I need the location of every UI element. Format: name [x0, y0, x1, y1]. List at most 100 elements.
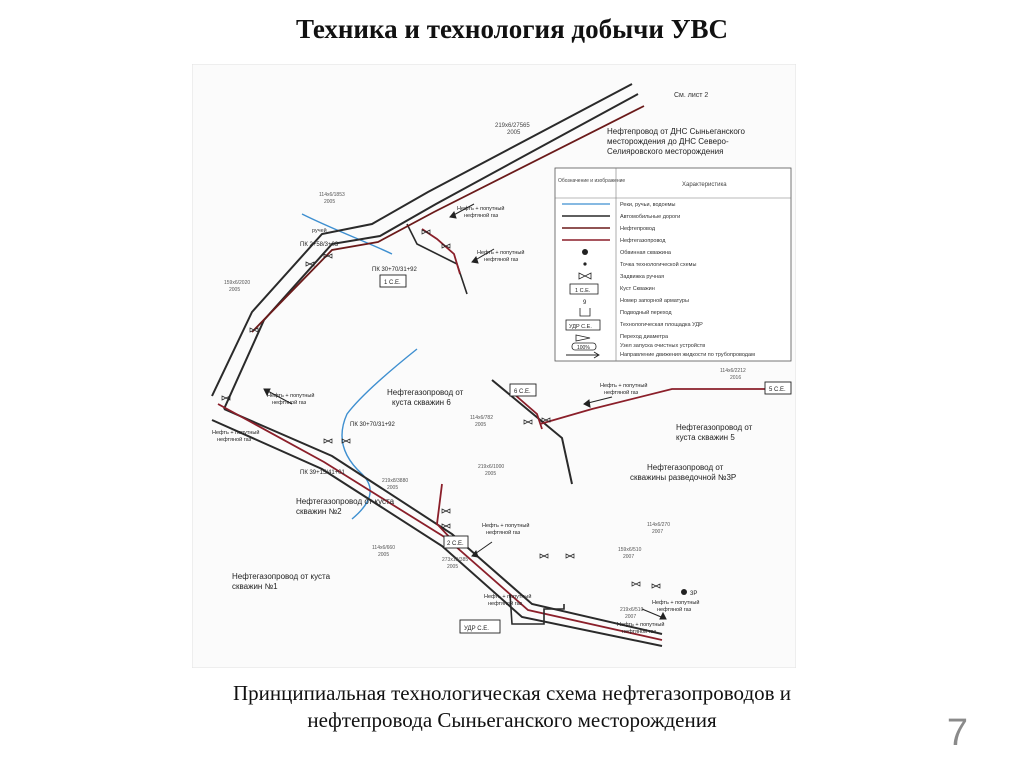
legend-diameter-icon [575, 334, 591, 342]
svg-text:159х6/2020: 159х6/2020 [224, 280, 250, 286]
legend-row-label: Подводный переход [620, 309, 672, 316]
pipe-1-label: Нефтегазопровод от куста скважин №1 [232, 572, 331, 591]
legend-pig-launcher-icon [571, 342, 597, 351]
legend-row-label: Номер запорной арматуры [620, 297, 689, 304]
legend-point-icon [583, 262, 587, 266]
pk-label: ПК 30+70/31+92 [350, 422, 396, 428]
main-road-2 [223, 93, 639, 410]
legend-udr-icon [565, 319, 601, 331]
svg-text:2005: 2005 [475, 422, 486, 428]
page-number: 7 [946, 712, 968, 754]
svg-text:Нефтегазопровод от: Нефтегазопровод от [647, 463, 724, 472]
svg-text:нефтяной газ: нефтяной газ [604, 389, 639, 396]
svg-text:219х6/1000: 219х6/1000 [478, 464, 504, 470]
svg-text:114х6/270: 114х6/270 [647, 522, 670, 528]
legend-well-icon [582, 249, 588, 255]
pad-6-label: 6 С.Е. [514, 389, 531, 395]
slide-caption: Принципиальная технологическая схема неф… [0, 680, 1024, 734]
pipe-specs: 114х6/1853 2005 159х6/2020 2005 114х6/78… [224, 192, 746, 620]
pad-5-label: 5 С.Е. [769, 387, 786, 393]
svg-text:скважин №2: скважин №2 [296, 507, 342, 516]
pad-5: 5 С.Е. [764, 381, 792, 395]
svg-text:114х6/782: 114х6/782 [470, 415, 493, 421]
river-label: ручей [312, 227, 327, 234]
pad-2-label: 2 С.Е. [447, 541, 464, 547]
legend-rows: Реки, ручьи, водоемы Автомобильные дорог… [620, 202, 755, 358]
svg-text:нефтяной газ: нефтяной газ [217, 436, 252, 443]
pipe-2-label: Нефтегазопровод от куста скважин №2 [296, 497, 395, 516]
road-south-2 [211, 419, 663, 647]
valves [221, 229, 661, 589]
flow-label: Нефть + попутный нефтяной газ [457, 205, 504, 219]
svg-text:нефтяной газ: нефтяной газ [657, 606, 692, 613]
oil-pipeline [251, 105, 645, 333]
flow-label: Нефть + попутный нефтяной газ [477, 249, 524, 263]
oil-pipeline-label-2: месторождения до ДНС Северо- [607, 137, 729, 146]
svg-text:114х6/660: 114х6/660 [372, 545, 395, 551]
svg-text:2005: 2005 [447, 564, 458, 570]
svg-text:нефтяной газ: нефтяной газ [486, 529, 521, 536]
legend-underwater-icon [579, 308, 591, 317]
road-spec-year: 2005 [507, 130, 521, 136]
svg-text:219х8/3880: 219х8/3880 [382, 478, 408, 484]
legend-row-label: Технологическая площадка УДР [620, 322, 703, 328]
svg-text:скважины разведочной №3Р: скважины разведочной №3Р [630, 473, 736, 482]
svg-text:Нефть + попутный: Нефть + попутный [477, 249, 524, 256]
flow-label: Нефть + попутный нефтяной газ [600, 382, 647, 396]
river-line [301, 213, 393, 255]
pad-udr-label: УДР С.Е. [464, 626, 489, 632]
svg-text:скважин №1: скважин №1 [232, 582, 278, 591]
caption-line-2: нефтепровода Сыньеганского месторождения [307, 708, 717, 732]
svg-text:Нефть + попутный: Нефть + попутный [212, 429, 259, 436]
pipe-3r-label: Нефтегазопровод от скважины разведочной … [630, 463, 736, 482]
svg-text:нефтяной газ: нефтяной газ [488, 600, 523, 607]
svg-text:2007: 2007 [652, 529, 663, 535]
legend-row-label: Куст Скважин [620, 286, 655, 292]
oilgas-line-udr [509, 593, 565, 625]
legend-row-label: Автомобильные дороги [620, 214, 680, 220]
well-3r-label: 3Р [690, 591, 697, 597]
river-line-2 [341, 348, 418, 520]
flow-label: Нефть + попутный нефтяной газ [212, 429, 259, 443]
flow-label: Нефть + попутный нефтяной газ [482, 522, 529, 536]
svg-text:нефтяной газ: нефтяной газ [464, 212, 499, 219]
slide-title: Техника и технология добычи УВС [295, 14, 729, 44]
pk-label: ПК 30+70/31+92 [372, 267, 418, 273]
sheet-ref: См. лист 2 [674, 92, 708, 99]
svg-text:нефтяной газ: нефтяной газ [484, 256, 519, 263]
svg-text:Нефтегазопровод от: Нефтегазопровод от [387, 388, 464, 397]
svg-text:Нефть + попутный: Нефть + попутный [600, 382, 647, 389]
legend-row-label: Задвижка ручная [620, 274, 664, 280]
svg-text:Нефть + попутный: Нефть + попутный [457, 205, 504, 212]
oilgas-line-5 [539, 388, 767, 425]
pipeline-scheme: См. лист 2 219х6/27565 2005 Нефтепровод … [192, 64, 796, 668]
legend-row-label: Реки, ручьи, водоемы [620, 202, 676, 208]
pipe-6-label: Нефтегазопровод от куста скважин 6 [387, 388, 464, 407]
road-6 [491, 379, 573, 485]
svg-text:2005: 2005 [229, 287, 240, 293]
pad-2: 2 С.Е. [443, 535, 469, 549]
pad-1-label: 1 С.Е. [384, 280, 401, 286]
svg-text:273х10/385: 273х10/385 [442, 557, 468, 563]
svg-text:Нефтегазопровод от куста: Нефтегазопровод от куста [296, 497, 395, 506]
oil-pipeline-label-3: Селияровского месторождения [607, 147, 723, 156]
svg-text:159х6/510: 159х6/510 [618, 547, 642, 553]
svg-text:нефтяной газ: нефтяной газ [622, 628, 657, 635]
svg-text:Нефтегазопровод от куста: Нефтегазопровод от куста [232, 572, 331, 581]
pad-1: 1 С.Е. [379, 274, 407, 288]
legend-udr-icon-label: УДР С.Е. [569, 324, 592, 330]
svg-text:куста скважин 5: куста скважин 5 [676, 433, 735, 442]
road-1 [406, 223, 468, 295]
caption-line-1: Принципиальная технологическая схема неф… [232, 681, 792, 705]
legend-table: Обозначение и изображение Характеристика… [554, 167, 792, 362]
legend-pad-icon [569, 283, 599, 295]
legend-row-label: Направление движения жидкости по трубопр… [620, 352, 755, 358]
svg-text:Нефть + попутный: Нефть + попутный [267, 392, 314, 399]
road-spec: 219х6/27565 [495, 123, 530, 129]
legend-header-1: Обозначение и изображение [558, 178, 625, 184]
legend-pig-launcher-label: 100% [577, 345, 590, 351]
svg-text:Нефтегазопровод от: Нефтегазопровод от [676, 423, 753, 432]
svg-text:Нефть + попутный: Нефть + попутный [482, 522, 529, 529]
oil-pipeline-label-1: Нефтепровод от ДНС Сыньеганского [607, 127, 746, 136]
svg-text:куста скважин 6: куста скважин 6 [392, 398, 451, 407]
